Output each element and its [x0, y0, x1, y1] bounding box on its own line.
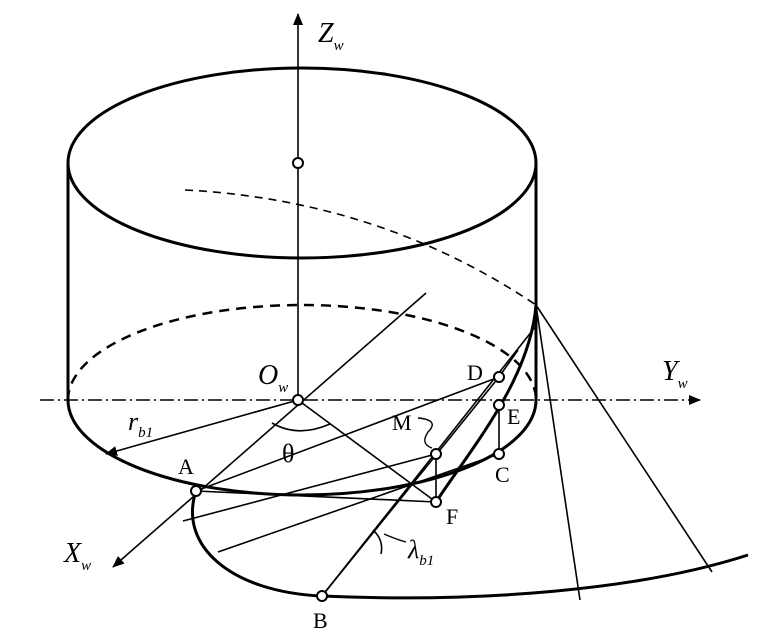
line-o-f	[297, 399, 437, 503]
point-f-label: F	[446, 504, 458, 529]
top-center-point	[292, 157, 304, 169]
point-e-label: E	[507, 404, 520, 429]
line-a-d	[195, 376, 500, 492]
z-axis-label: Zw	[318, 18, 344, 54]
point-a-label: A	[178, 454, 194, 479]
point-d-marker	[493, 371, 505, 383]
point-d-label: D	[467, 360, 483, 385]
involute-curve	[190, 490, 749, 600]
m-leader	[417, 417, 433, 449]
helix-hidden-curve	[184, 189, 537, 306]
x-axis-label: Xw	[63, 538, 91, 574]
generator-line-1	[182, 453, 437, 522]
point-b-label: B	[313, 608, 328, 633]
lambda-label: λb1	[407, 535, 434, 569]
y-axis-label: Yw	[662, 356, 688, 392]
origin-point	[292, 394, 304, 406]
origin-label: Ow	[258, 360, 288, 396]
theta-label: θ	[282, 439, 294, 468]
point-m-marker	[430, 448, 442, 460]
base-ellipse-front	[66, 399, 538, 497]
generator-line-2	[217, 453, 500, 553]
theta-arc	[271, 422, 331, 432]
tangent-line-1	[535, 304, 581, 601]
radius-arrow	[105, 399, 299, 456]
point-c-marker	[493, 448, 505, 460]
tangent-line-2	[535, 304, 713, 573]
x-axis	[112, 292, 427, 568]
point-m-label: M	[392, 410, 412, 435]
base-ellipse-hidden-back	[66, 303, 538, 401]
radius-label: rb1	[128, 407, 153, 441]
lambda-leader	[383, 533, 407, 543]
point-c-label: C	[495, 462, 510, 487]
line-a-f	[195, 490, 437, 503]
point-b-marker	[316, 590, 328, 602]
point-f-marker	[430, 496, 442, 508]
point-e-marker	[493, 399, 505, 411]
point-a-marker	[190, 485, 202, 497]
helix-angle-arc	[372, 529, 383, 555]
line-b-m	[321, 325, 537, 597]
